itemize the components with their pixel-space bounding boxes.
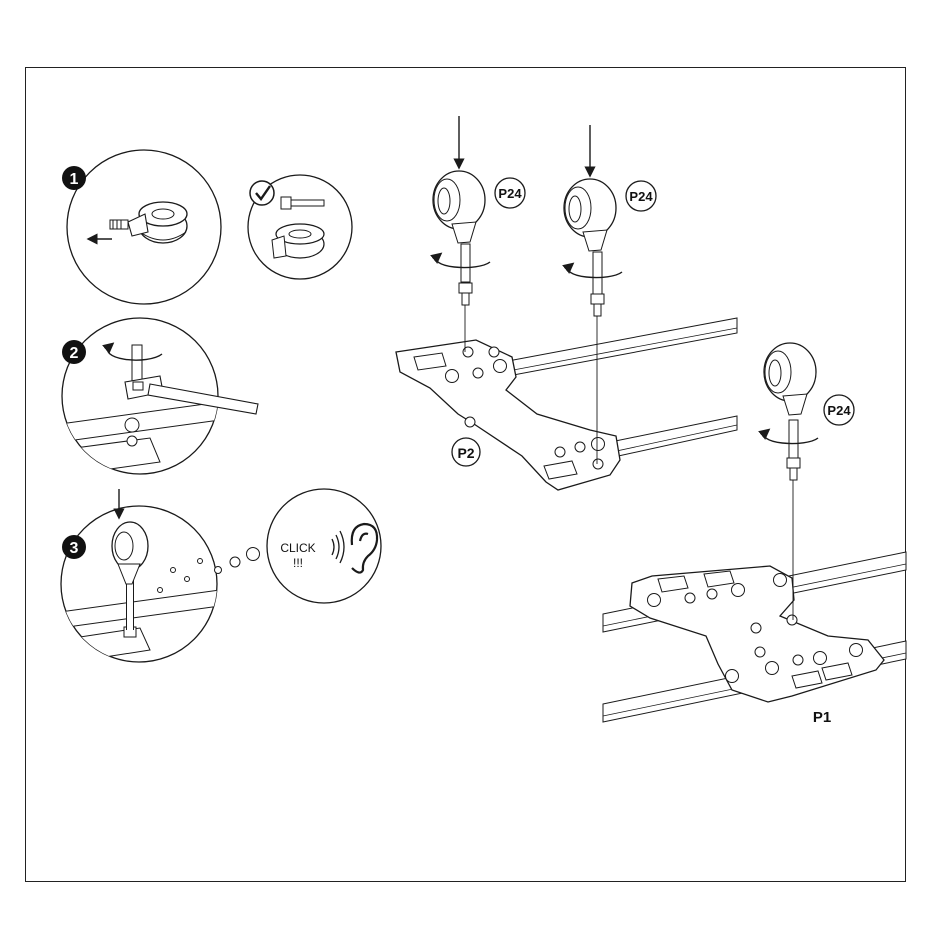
- step2-number: 2: [70, 345, 79, 362]
- part-label-p2: P2: [457, 445, 474, 461]
- step3-number: 3: [70, 540, 79, 557]
- part-label-p24-c: P24: [827, 403, 851, 418]
- click-sound-bubble: CLICK !!!: [267, 489, 381, 603]
- step2-badge: 2: [62, 340, 86, 364]
- step3-detail-circle: [60, 489, 220, 664]
- part-label-p24-b: P24: [629, 189, 653, 204]
- label-p24-b: P24: [626, 181, 656, 211]
- mounting-plate-p1: [630, 566, 884, 702]
- caster-b: [564, 125, 622, 464]
- part-label-p24-a: P24: [498, 186, 522, 201]
- part-label-p1: P1: [813, 709, 831, 726]
- thought-bubble-dots: [215, 548, 260, 574]
- check-icon: [250, 181, 274, 205]
- label-p24-c: P24: [824, 395, 854, 425]
- label-p24-a: P24: [495, 178, 525, 208]
- step1-number: 1: [70, 171, 79, 188]
- click-text: CLICK: [280, 541, 315, 555]
- step1-result-circle: [248, 175, 352, 279]
- step2-detail-circle: [0, 318, 258, 476]
- caster-a: [433, 116, 490, 352]
- click-exclamation: !!!: [293, 556, 303, 570]
- mounting-plate-p2: [396, 340, 620, 490]
- step3-badge: 3: [62, 535, 86, 559]
- step1-badge: 1: [62, 166, 86, 190]
- step1-detail-circle: [67, 150, 221, 304]
- label-p2: P2: [452, 438, 480, 466]
- wheel-housing-icon: [272, 224, 324, 258]
